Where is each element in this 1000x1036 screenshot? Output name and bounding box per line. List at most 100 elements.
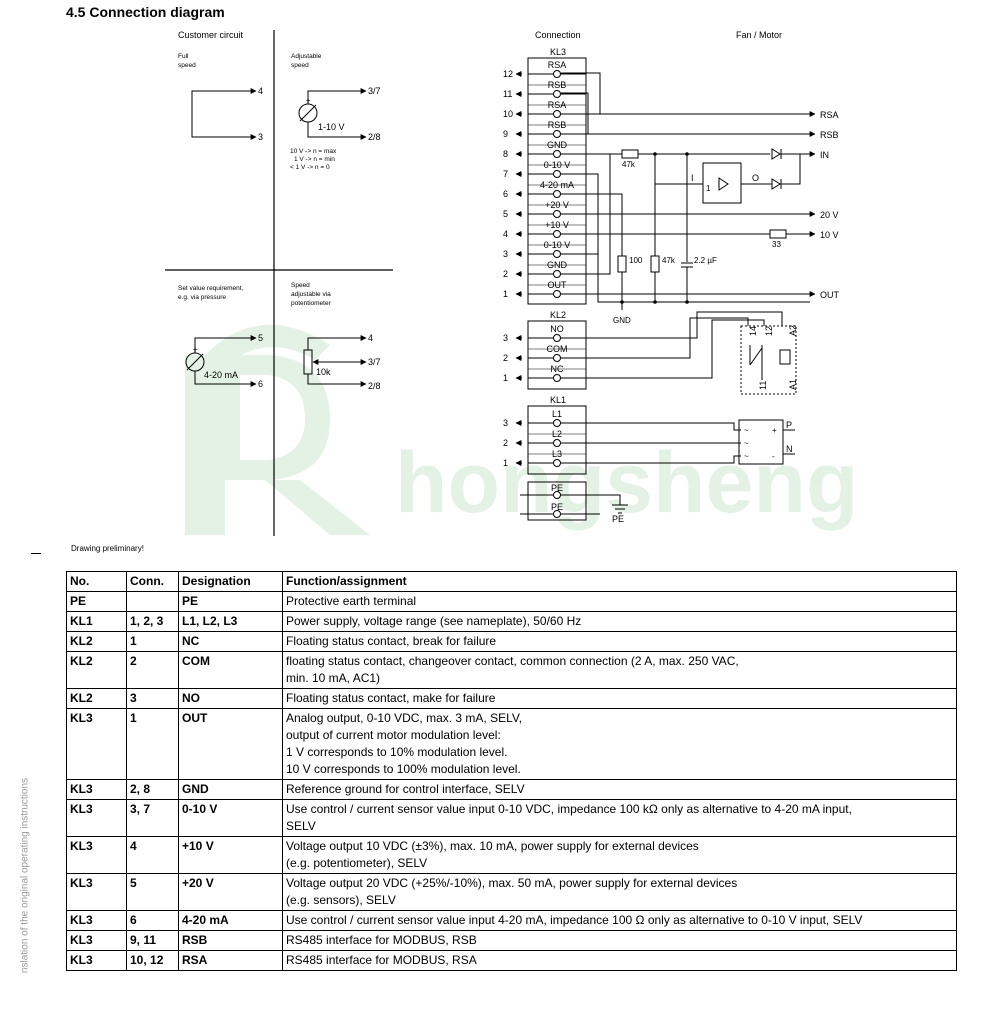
cell-conn: 1 xyxy=(126,708,179,780)
resistor-label: 100 xyxy=(629,256,643,265)
relay-label: 11 xyxy=(758,381,768,390)
terminal-name: RSB xyxy=(548,80,567,90)
terminal-name: 0-10 V xyxy=(544,160,571,170)
mains-label: P xyxy=(786,420,792,430)
resistor-label: 47k xyxy=(662,256,676,265)
terminal-label: 3/7 xyxy=(368,357,381,367)
range-label: 4-20 mA xyxy=(204,370,238,380)
terminal-label: 2/8 xyxy=(368,132,381,142)
terminal-number: 1 xyxy=(503,289,508,299)
function-line: output of current motor modulation level… xyxy=(286,728,501,742)
terminal-screw-icon xyxy=(553,354,561,362)
amp-output-label: O xyxy=(752,173,759,183)
terminal-name: +20 V xyxy=(545,200,569,210)
amp-triangle-icon xyxy=(718,177,729,191)
function-line: (e.g. potentiometer), SELV xyxy=(286,856,428,870)
terminal-name: L1 xyxy=(552,409,562,419)
terminal-screw-icon xyxy=(553,270,561,278)
terminal-number: 2 xyxy=(503,269,508,279)
function-line: Use control / current sensor value input… xyxy=(286,913,863,927)
terminal-screw-icon xyxy=(553,250,561,258)
cell-designation: 4-20 mA xyxy=(178,910,283,931)
function-line: 10 V corresponds to 100% modulation leve… xyxy=(286,762,521,776)
cell-no: PE xyxy=(66,591,127,612)
terminal-number: 1 xyxy=(503,373,508,383)
gnd-label: GND xyxy=(613,316,631,325)
relay-label: 14 xyxy=(748,326,758,336)
terminal-label: 3 xyxy=(258,132,263,142)
pe-block xyxy=(527,481,587,521)
terminal-screw-icon xyxy=(553,150,561,158)
terminal-number: 3 xyxy=(503,418,508,428)
terminal-screw-icon xyxy=(553,170,561,178)
function-line: Voltage output 10 VDC (±3%), max. 10 mA,… xyxy=(286,839,699,853)
cell-designation: RSA xyxy=(178,950,283,971)
cell-no: KL3 xyxy=(66,799,127,837)
terminal-name: NO xyxy=(550,324,564,334)
cell-conn: 3 xyxy=(126,688,179,709)
terminal-name: GND xyxy=(547,260,568,270)
pe-label: PE xyxy=(551,483,563,493)
cell-designation: 0-10 V xyxy=(178,799,283,837)
terminal-number: 10 xyxy=(503,109,513,119)
cell-no: KL2 xyxy=(66,631,127,652)
function-line: (e.g. sensors), SELV xyxy=(286,893,396,907)
output-label: OUT xyxy=(820,290,840,300)
function-line: RS485 interface for MODBUS, RSB xyxy=(286,933,477,947)
resistor-label: 33 xyxy=(772,240,781,249)
function-line: Use control / current sensor value input… xyxy=(286,802,852,816)
terminal-screw-icon xyxy=(553,210,561,218)
svg-text:~: ~ xyxy=(744,439,749,448)
cell-function: Use control / current sensor value input… xyxy=(282,910,957,931)
table-header-row: No. Conn. Designation Function/assignmen… xyxy=(66,571,957,592)
terminal-name: RSB xyxy=(548,120,567,130)
relay-block xyxy=(740,325,797,395)
relay-label: A2 xyxy=(788,325,798,336)
pe-label: PE xyxy=(551,502,563,512)
cell-designation: PE xyxy=(178,591,283,612)
col-header-function: Function/assignment xyxy=(282,571,957,592)
function-line: Floating status contact, break for failu… xyxy=(286,634,497,648)
adjustable-speed-label: Adjustable speed xyxy=(291,53,323,69)
cell-function: floating status contact, changeover cont… xyxy=(282,651,957,689)
connection-title: Connection xyxy=(535,30,581,40)
terminal-label: 4 xyxy=(368,333,373,343)
cell-conn xyxy=(126,591,179,612)
output-label: 10 V xyxy=(820,230,839,240)
terminal-name: L2 xyxy=(552,429,562,439)
col-header-designation: Designation xyxy=(178,571,283,592)
cell-no: KL3 xyxy=(66,873,127,911)
cell-no: KL3 xyxy=(66,708,127,780)
resistor-100 xyxy=(617,255,627,273)
terminal-screw-icon xyxy=(553,290,561,298)
terminal-screw-icon xyxy=(553,230,561,238)
terminal-number: 9 xyxy=(503,129,508,139)
output-label: 20 V xyxy=(820,210,839,220)
full-speed-label: Full speed xyxy=(178,53,196,69)
svg-text:~: ~ xyxy=(744,452,749,461)
cell-designation: COM xyxy=(178,651,283,689)
cell-function: Protective earth terminal xyxy=(282,591,957,612)
cell-function: Voltage output 20 VDC (+25%/-10%), max. … xyxy=(282,873,957,911)
terminal-label: 6 xyxy=(258,379,263,389)
mains-block xyxy=(738,419,784,465)
cell-conn: 3, 7 xyxy=(126,799,179,837)
terminal-screw-icon xyxy=(553,70,561,78)
cell-function: RS485 interface for MODBUS, RSB xyxy=(282,930,957,951)
speed-pot-label: Speed adjustable via potentiometer xyxy=(291,282,333,307)
cell-no: KL3 xyxy=(66,910,127,931)
diode-icon xyxy=(771,178,782,190)
diode-icon xyxy=(771,148,782,160)
terminal-name: OUT xyxy=(548,280,568,290)
resistor-47k-top xyxy=(621,149,639,159)
function-line: Reference ground for control interface, … xyxy=(286,782,525,796)
cell-conn: 5 xyxy=(126,873,179,911)
svg-text:~: ~ xyxy=(744,426,749,435)
